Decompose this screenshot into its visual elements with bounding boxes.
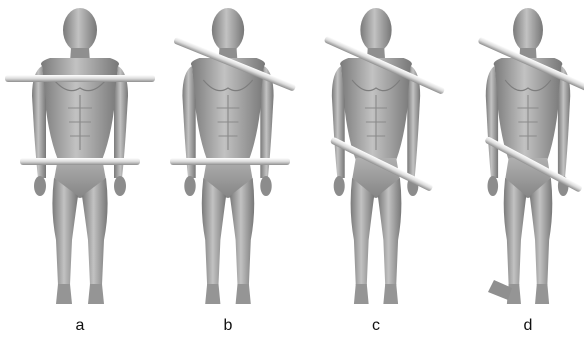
hip-rod (20, 158, 140, 165)
panel-label-d: d (524, 317, 533, 334)
human-model-side-oblique (486, 8, 570, 304)
human-model-three-quarter (182, 8, 273, 304)
figure-panel-a: a (5, 8, 155, 334)
stepping-foot (488, 280, 512, 300)
figure-panel-b: b (170, 8, 296, 334)
panel-label-a: a (76, 317, 85, 334)
panel-label-c: c (372, 317, 380, 334)
figure-panel-c: c (324, 8, 446, 334)
figure-panel-d: d (477, 8, 584, 334)
human-model-rotated (332, 8, 420, 304)
human-model-front (32, 8, 128, 304)
panel-label-b: b (224, 317, 233, 334)
hip-rod (170, 158, 290, 165)
shoulder-rod (5, 75, 155, 82)
